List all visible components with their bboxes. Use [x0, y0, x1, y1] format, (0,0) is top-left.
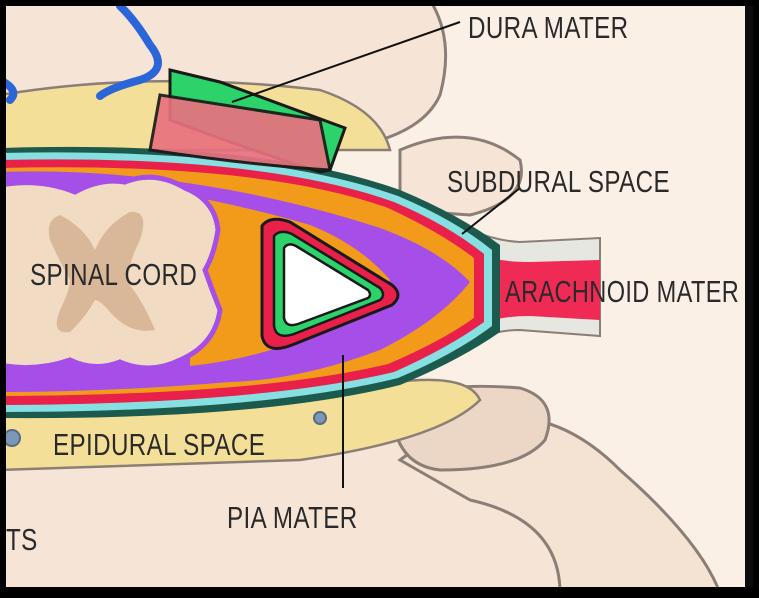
- vessel-dot: [314, 412, 326, 424]
- label-arachnoid-mater: ARACHNOID MATER: [505, 274, 739, 309]
- label-subdural-space: SUBDURAL SPACE: [447, 164, 670, 199]
- label-epidural-space: EPIDURAL SPACE: [53, 427, 265, 462]
- vessel-dot: [4, 430, 20, 446]
- label-spinal-cord: SPINAL CORD: [30, 257, 197, 292]
- label-dura-mater: DURA MATER: [468, 10, 629, 45]
- label-partial-ts: TS: [6, 522, 38, 557]
- label-pia-mater: PIA MATER: [227, 500, 358, 535]
